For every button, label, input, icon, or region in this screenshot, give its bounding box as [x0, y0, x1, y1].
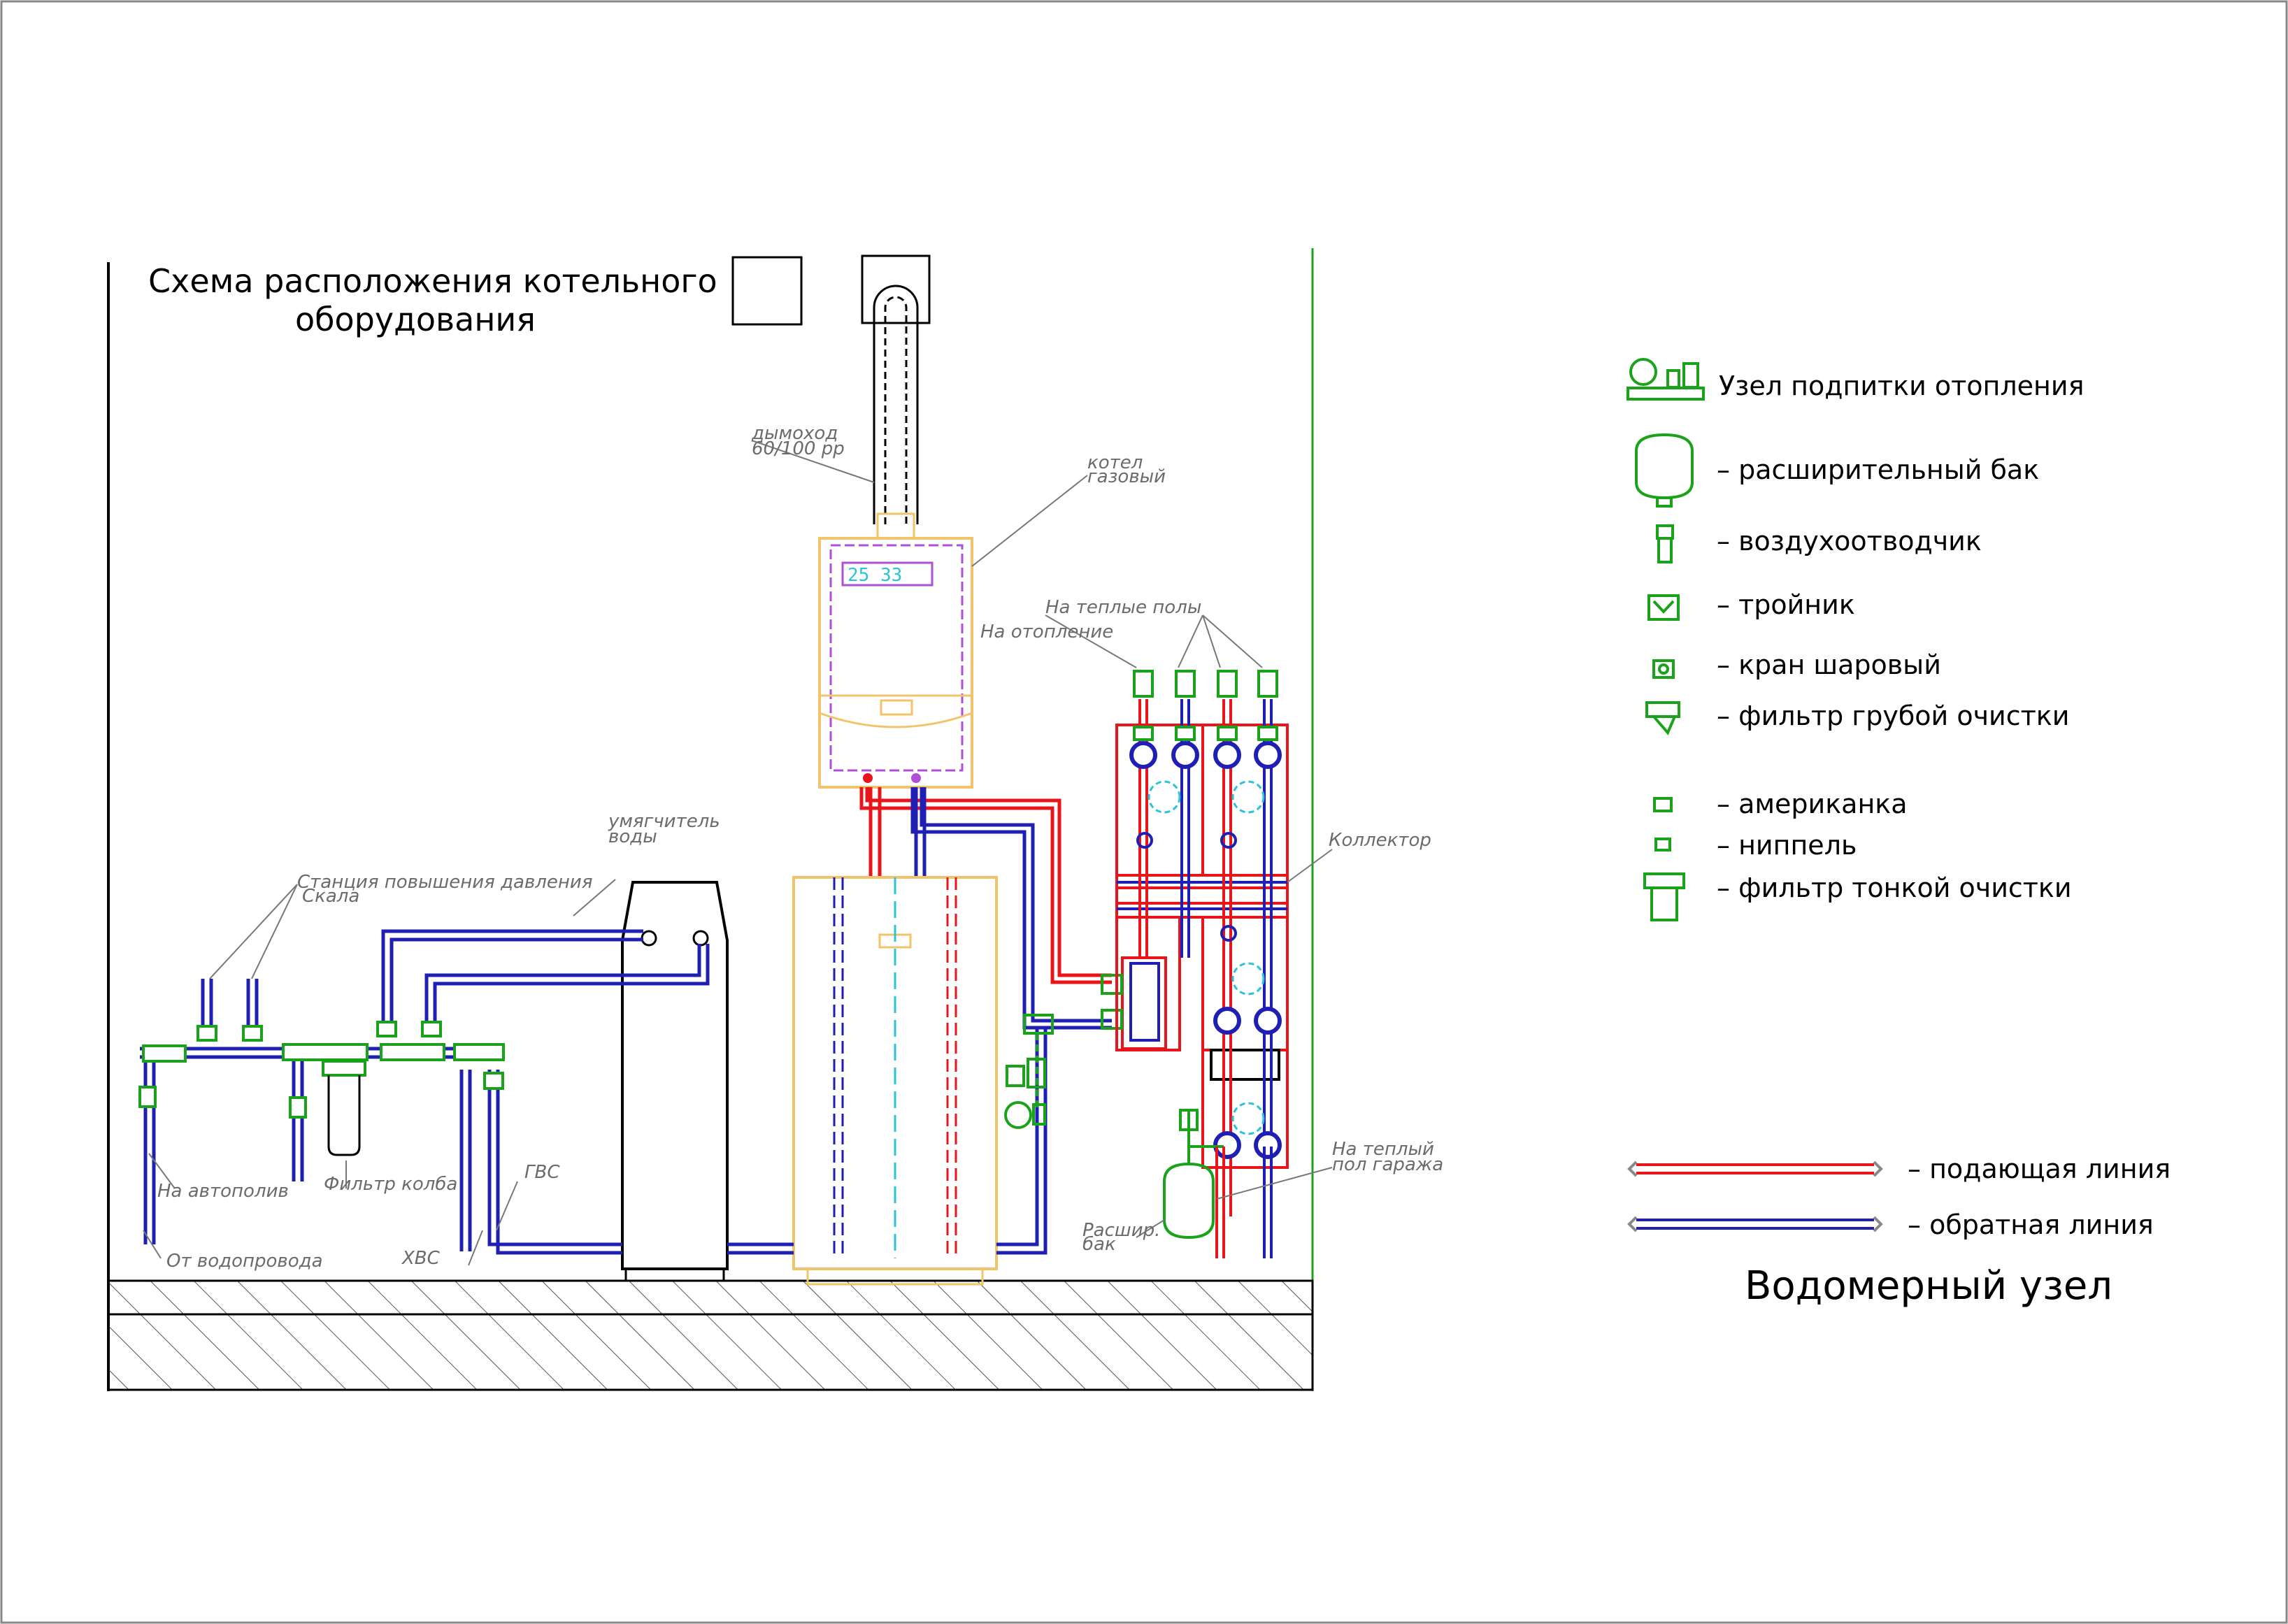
water-meter-node-title: Водомерный узел — [1745, 1263, 2112, 1309]
legend-item-fine-filter: – фильтр тонкой очистки — [1717, 872, 2072, 903]
return-line-sample — [1627, 1216, 1883, 1233]
collector — [1115, 670, 1289, 1216]
gas-boiler: 25 33 — [818, 537, 973, 789]
legend-item-coarse-filter: – фильтр грубой очистки — [1717, 700, 2069, 731]
legend-item-makeup: Узел подпитки отопления — [1719, 371, 2084, 401]
expansion-tank — [1163, 1109, 1224, 1239]
exp-tank-label-2: бак — [1082, 1234, 1116, 1255]
softener-label-1: умягчитель — [608, 811, 720, 832]
makeup-group — [1004, 1033, 1046, 1129]
legend-supply-label: – подающая линия — [1908, 1154, 2171, 1184]
tee-icon — [1647, 594, 1680, 621]
hot-water-tank — [792, 876, 998, 1286]
filter-flask — [322, 1060, 366, 1156]
fine-filter-icon — [1643, 872, 1685, 921]
legend-item-expansion-tank: – расширительный бак — [1717, 454, 2039, 485]
legend: Узел подпитки отопления – расширительный… — [1626, 358, 2171, 1309]
expansion-tank-icon — [1635, 433, 1694, 508]
garage-floor-label-2: пол гаража — [1332, 1154, 1443, 1175]
boiler-label-2: газовый — [1087, 466, 1166, 487]
autowater-label: На автополив — [157, 1181, 289, 1202]
softener-label-2: воды — [608, 826, 657, 847]
air-vent-icon — [1656, 524, 1674, 563]
union-icon — [1653, 797, 1673, 812]
callout-labels: дымоход 60/100 pp котел газовый На теплы… — [157, 423, 1443, 1272]
warm-floors-label: На теплые полы — [1045, 597, 1201, 618]
roof-opening — [731, 256, 803, 326]
legend-item-air-vent: – воздухоотводчик — [1717, 526, 1982, 556]
hot-water-label: ГВС — [524, 1162, 560, 1183]
legend-item-ball-valve: – кран шаровый — [1717, 649, 1941, 680]
svg-text:25 33: 25 33 — [848, 565, 902, 586]
exp-tank-label-1: Расшир. — [1082, 1220, 1160, 1241]
chimney-label-1: дымоход — [751, 423, 838, 444]
ball-valve-icon — [1652, 659, 1675, 679]
title-line1: Схема расположения котельного — [148, 262, 717, 300]
collector-label: Коллектор — [1329, 830, 1431, 851]
legend-item-nipple: – ниппель — [1717, 830, 1857, 861]
chimney-label-2: 60/100 pp — [752, 438, 845, 459]
pump-station-label-2: Скала — [302, 886, 359, 907]
from-main-label: От водопровода — [166, 1251, 323, 1272]
nipple-icon — [1654, 838, 1671, 851]
chimney-cap — [861, 254, 931, 324]
filter-flask-label: Фильтр колба — [324, 1174, 457, 1195]
boiler-label-1: котел — [1087, 452, 1143, 473]
legend-item-tee: – тройник — [1717, 589, 1855, 620]
title-line2: оборудования — [295, 301, 536, 338]
makeup-unit-icon — [1626, 358, 1705, 401]
water-softener — [621, 881, 729, 1282]
legend-return-label: – обратная линия — [1908, 1209, 2154, 1240]
heating-label: На отопление — [980, 621, 1113, 642]
garage-floor-label-1: На теплый — [1332, 1139, 1434, 1160]
floor-slab — [107, 1279, 1314, 1391]
water-line-fittings — [138, 1021, 505, 1119]
drawing-title: Схема расположения котельного оборудован… — [148, 262, 717, 338]
supply-line-sample — [1627, 1160, 1883, 1177]
cold-water-label: ХВС — [401, 1248, 441, 1269]
coarse-filter-icon — [1645, 701, 1680, 735]
legend-item-union: – американка — [1717, 789, 1908, 819]
pump-station-label-1: Станция повышения давления — [297, 872, 592, 893]
